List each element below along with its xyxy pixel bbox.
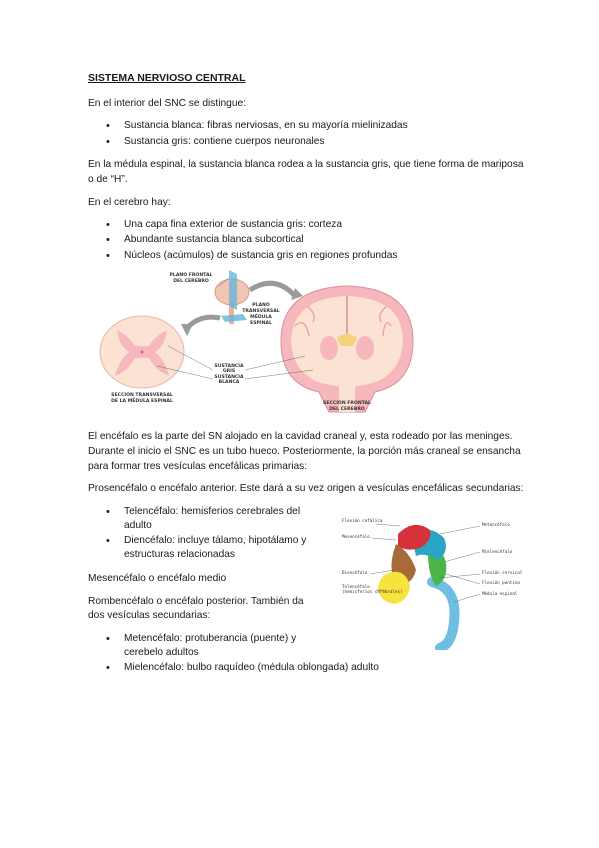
- label-plano-frontal: DEL CEREBRO: [173, 278, 209, 284]
- label-telencefalo: (hemisferios cerebrales): [342, 589, 403, 594]
- label-medula-espinal: Médula espinal: [482, 591, 518, 596]
- mesencefalo-shape: [398, 524, 431, 550]
- label-sustancia-blanca: SUSTANCIA: [214, 374, 244, 380]
- paragraph-line: El encéfalo es la parte del SN alojado e…: [88, 431, 513, 442]
- label-flexion-pontina: Flexión pontina: [482, 580, 520, 585]
- caption-spinal-section: SECCIÓN TRANSVERSAL: [111, 391, 173, 398]
- list-item: Mielencéfalo: bulbo raquídeo (médula obl…: [106, 661, 379, 675]
- label-sustancia-gris: SUSTANCIA: [214, 363, 244, 369]
- caption-brain-section: SECCIÓN FRONTAL: [323, 399, 371, 406]
- medula-espinal-shape: [427, 577, 460, 650]
- label-plano-transversal: TRANSVERSAL: [242, 308, 279, 314]
- cns-sections-figure: PLANO FRONTAL DEL CEREBRO PLANO TRANSVER…: [99, 270, 414, 413]
- label-plano-transversal: MÉDULA: [250, 312, 272, 320]
- arrow-to-brain-section: [248, 280, 297, 298]
- transverse-plane: [221, 314, 247, 322]
- paragraph-line: o de “H”.: [88, 174, 128, 185]
- paragraph-line: para formar tres vesículas encefálicas p…: [88, 461, 308, 472]
- paragraph-line: En el cerebro hay:: [88, 197, 171, 208]
- label-sustancia-blanca: BLANCA: [219, 379, 240, 385]
- list-item-continuation: adulto: [124, 520, 152, 531]
- list-item: Una capa fina exterior de sustancia gris…: [106, 218, 342, 232]
- paragraph-line: Mesencéfalo o encéfalo medio: [88, 573, 227, 584]
- brain-vesicles-figure: Flexión cefálica Mesencéfalo Metencéfalo…: [342, 518, 523, 650]
- paragraph-line: Prosencéfalo o encéfalo anterior. Este d…: [88, 483, 524, 494]
- list-item: Diencéfalo: incluye tálamo, hipotálamo y: [106, 534, 306, 548]
- intro-text: En el interior del SNC se distingue:: [88, 98, 246, 109]
- list-item: Sustancia blanca: fibras nerviosas, en s…: [106, 119, 408, 133]
- label-diencefalo: Diencéfalo: [342, 570, 368, 575]
- label-flexion-cervical: Flexión cervical: [482, 570, 523, 575]
- label-flexion-cefalica: Flexión cefálica: [342, 518, 383, 523]
- label-plano-transversal: ESPINAL: [250, 320, 272, 326]
- paragraph-line: Rombencéfalo o encéfalo posterior. Tambi…: [88, 596, 304, 607]
- caption-brain-section: DEL CEREBRO: [329, 406, 365, 412]
- paragraph-line: En la médula espinal, la sustancia blanc…: [88, 159, 524, 170]
- list-item: Telencéfalo: hemisferios cerebrales del: [106, 505, 300, 519]
- list-item: Metencéfalo: protuberancia (puente) y: [106, 632, 296, 646]
- label-sustancia-gris: GRIS: [223, 368, 235, 374]
- frontal-plane: [229, 270, 237, 310]
- label-plano-transversal: PLANO: [252, 302, 270, 308]
- list-item-continuation: estructuras relacionadas: [124, 549, 235, 560]
- label-plano-frontal: PLANO FRONTAL: [170, 272, 213, 278]
- list-item: Núcleos (acúmulos) de sustancia gris en …: [106, 249, 397, 263]
- mielencefalo-shape: [428, 551, 447, 586]
- telencefalo-shape: [378, 571, 410, 604]
- list-item: Abundante sustancia blanca subcortical: [106, 233, 303, 247]
- brain-frontal-section: [280, 285, 414, 413]
- page-title: SISTEMA NERVIOSO CENTRAL: [88, 72, 246, 84]
- arrow-to-spinal-section: [185, 314, 221, 330]
- list-item: Sustancia gris: contiene cuerpos neurona…: [106, 135, 325, 149]
- list-item-continuation: cerebelo adultos: [124, 647, 199, 658]
- paragraph-line: Durante el inicio el SNC es un tubo huec…: [88, 446, 521, 457]
- spinal-cord-section: [99, 315, 185, 389]
- label-metencefalo: Metencéfalo: [482, 522, 510, 527]
- label-mesencefalo: Mesencéfalo: [342, 534, 370, 539]
- caption-spinal-section: DE LA MÉDULA ESPINAL: [111, 396, 173, 404]
- label-telencefalo: Telencéfalo: [342, 584, 370, 589]
- label-mielencefalo: Mielencéfalo: [482, 549, 513, 554]
- paragraph-line: dos vesículas secundarias:: [88, 610, 211, 621]
